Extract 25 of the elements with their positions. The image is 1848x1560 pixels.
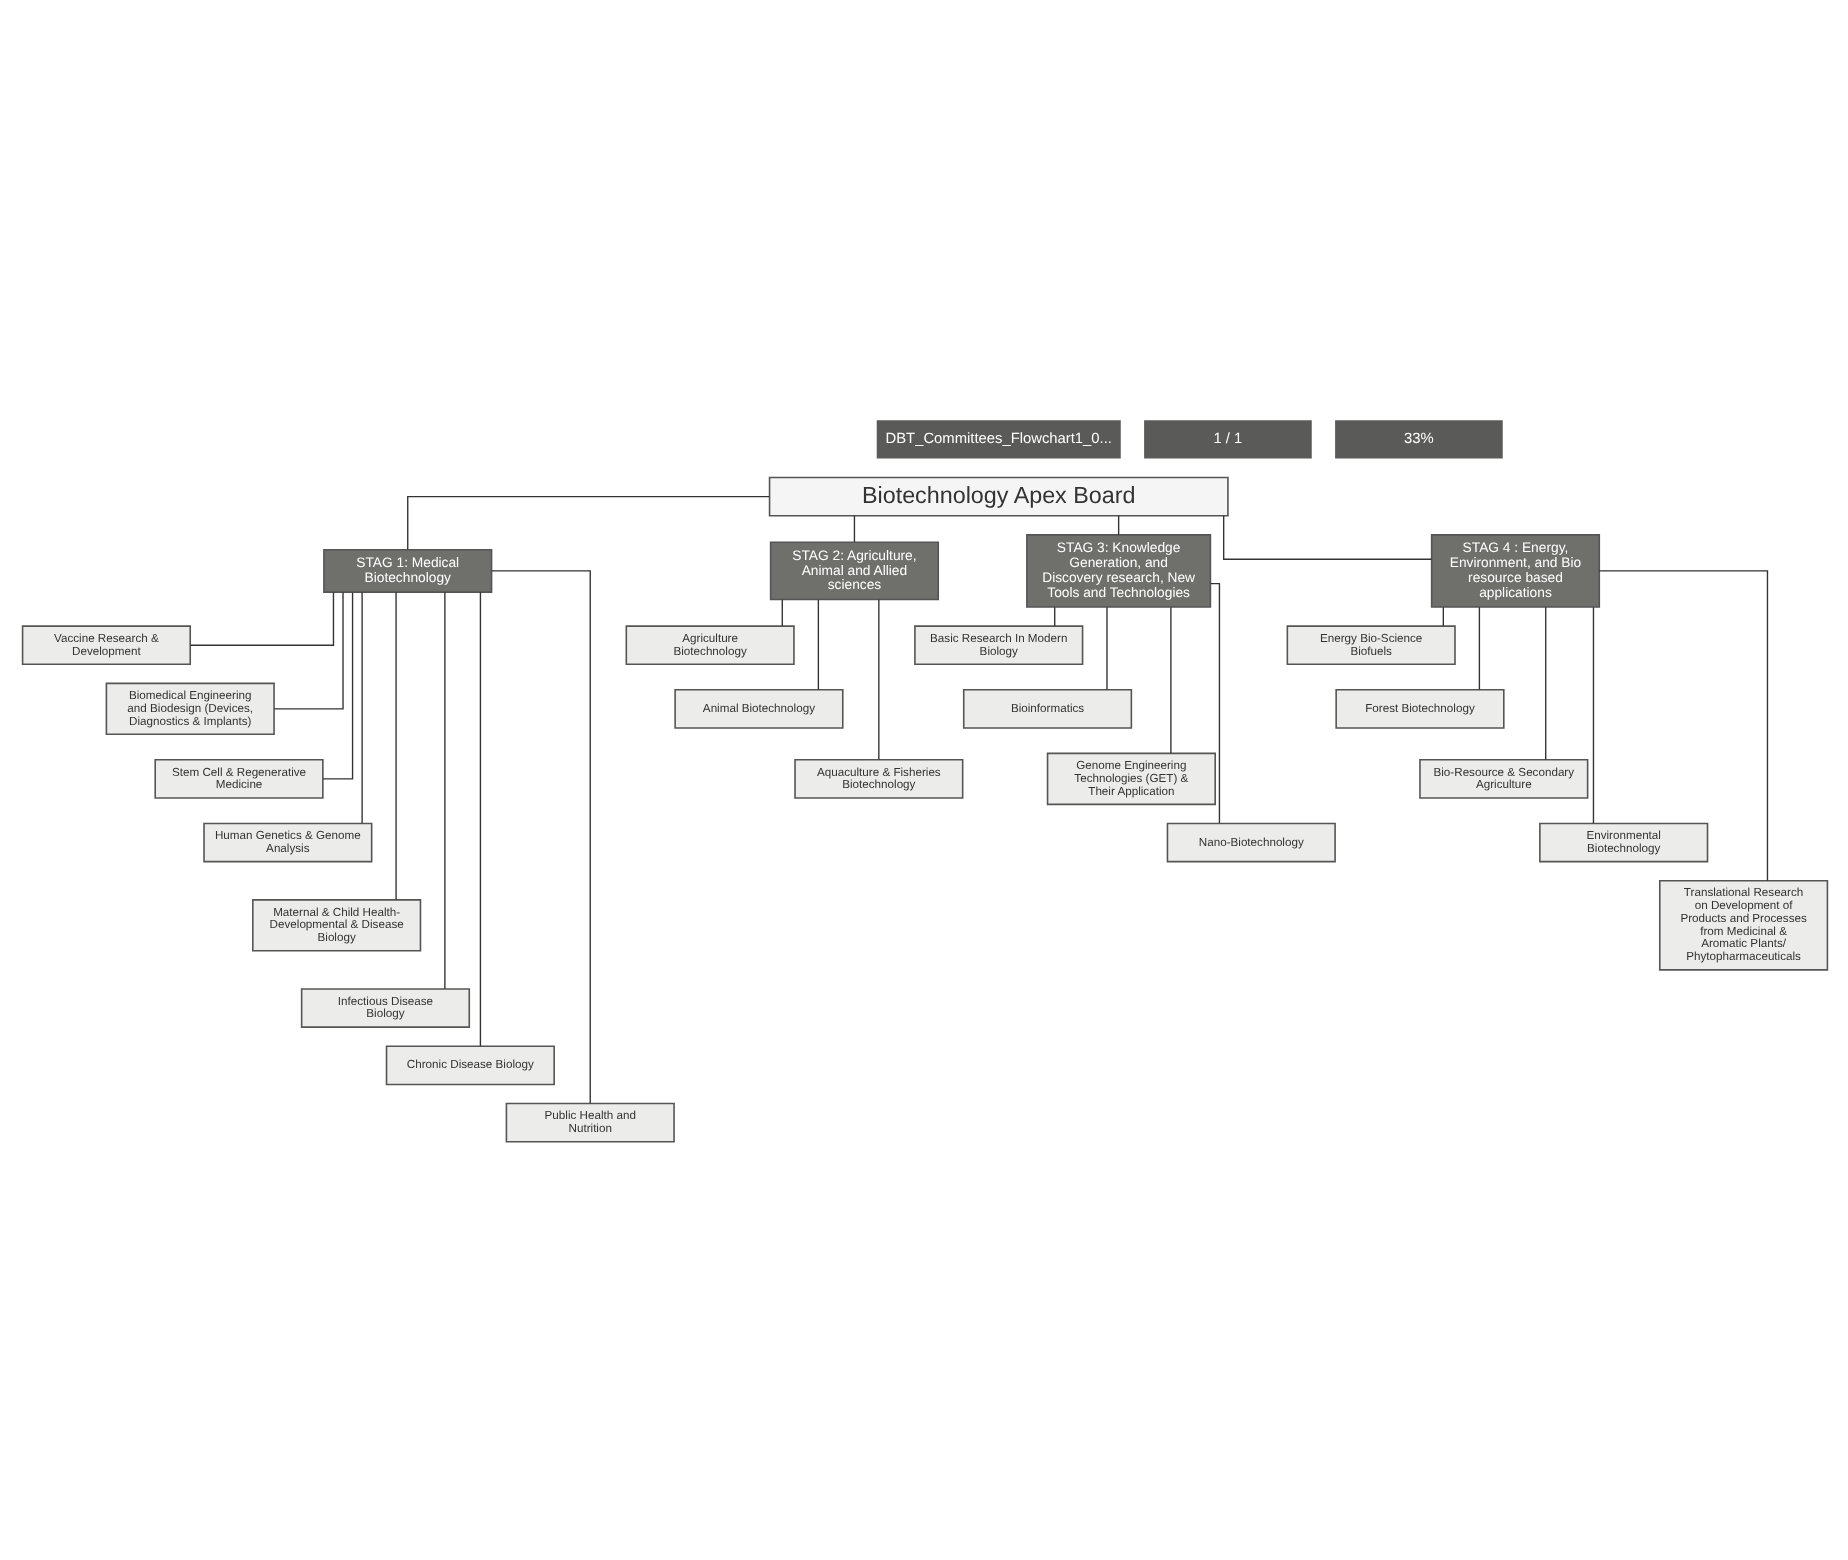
connector — [443, 590, 445, 989]
connector — [852, 514, 855, 542]
connector — [1544, 605, 1546, 760]
connector — [1053, 605, 1055, 626]
connector — [1597, 569, 1768, 881]
connector — [877, 598, 879, 760]
connector — [1105, 605, 1107, 690]
connector — [188, 590, 334, 645]
connector — [1441, 605, 1443, 626]
connector — [1169, 605, 1171, 753]
connector — [1222, 514, 1432, 559]
connector — [321, 590, 353, 779]
connector — [272, 590, 343, 709]
connector — [394, 590, 396, 900]
connector — [816, 598, 819, 690]
connector — [1477, 605, 1480, 690]
connector — [478, 590, 481, 1046]
connector — [490, 569, 590, 1104]
connector — [406, 494, 770, 550]
connector — [1591, 605, 1594, 824]
connector — [1208, 581, 1220, 823]
connector — [1116, 514, 1119, 535]
node-box: Biotechnology Apex Board — [767, 475, 1228, 516]
connector — [360, 590, 362, 823]
connector — [780, 598, 782, 626]
